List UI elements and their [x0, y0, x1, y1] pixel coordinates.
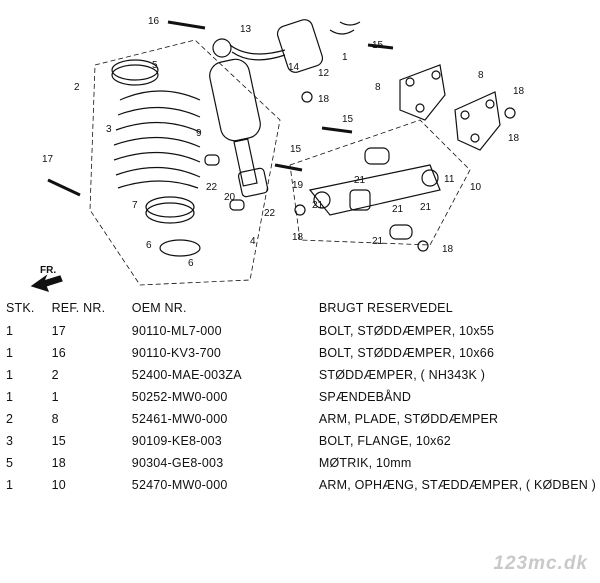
callout-label: 5	[152, 60, 158, 71]
qty-cell: 5	[6, 456, 14, 470]
callout-label: 7	[132, 200, 138, 211]
callout-label: 8	[478, 70, 484, 81]
table-row[interactable]: 1 2 52400-MAE-003ZA STØDDÆMPER, ( NH343K )	[6, 364, 596, 386]
ref-cell: 18	[51, 456, 66, 470]
desc-cell: ARM, PLADE, STØDDÆMPER	[318, 412, 499, 426]
oem-cell: 90110-KV3-700	[131, 346, 222, 360]
desc-cell: BOLT, STØDDÆMPER, 10x66	[318, 346, 495, 360]
callout-label: 18	[513, 86, 525, 97]
callout-label: 21	[392, 204, 404, 215]
qty-cell: 1	[6, 390, 14, 404]
qty-cell: 1	[6, 368, 14, 382]
front-label: FR.	[40, 265, 56, 276]
qty-cell: 2	[6, 412, 14, 426]
callout-label: 22	[264, 208, 276, 219]
callout-label: 17	[42, 154, 54, 165]
header-oem: OEM NR.	[131, 301, 187, 315]
callout-label: 2	[74, 82, 80, 93]
table-row[interactable]: 1 1 50252-MW0-000 SPÆNDEBÅND	[6, 386, 596, 408]
desc-cell: ARM, OPHÆNG, STÆDDÆMPER, ( KØDBEN )	[318, 478, 596, 492]
qty-cell: 1	[6, 478, 14, 492]
ref-cell: 2	[51, 368, 59, 382]
desc-cell: MØTRIK, 10mm	[318, 456, 412, 470]
oem-cell: 90109-KE8-003	[131, 434, 222, 448]
ref-cell: 10	[51, 478, 66, 492]
callout-label: 22	[206, 182, 218, 193]
ref-cell: 8	[51, 412, 59, 426]
callout-label: 21	[372, 236, 384, 247]
desc-cell: STØDDÆMPER, ( NH343K )	[318, 368, 486, 382]
oem-cell: 52400-MAE-003ZA	[131, 368, 242, 382]
desc-cell: SPÆNDEBÅND	[318, 390, 412, 404]
ref-cell: 1	[51, 390, 59, 404]
qty-cell: 1	[6, 324, 14, 338]
ref-cell: 16	[51, 346, 66, 360]
ref-cell: 17	[51, 324, 66, 338]
callout-label: 21	[354, 175, 366, 186]
callout-label: 8	[375, 82, 381, 93]
table-row[interactable]: 2 8 52461-MW0-000 ARM, PLADE, STØDDÆMPER	[6, 408, 596, 430]
callout-label: 16	[148, 16, 160, 27]
callout-label: 20	[224, 192, 236, 203]
callout-label: 6	[188, 258, 194, 269]
callout-label: 12	[318, 68, 330, 79]
callout-label: 14	[288, 62, 300, 73]
exploded-parts-diagram: 1613141211525881831518179202215192111107…	[30, 16, 525, 292]
table-row[interactable]: 5 18 90304-GE8-003 MØTRIK, 10mm	[6, 452, 596, 474]
table-row[interactable]: 3 15 90109-KE8-003 BOLT, FLANGE, 10x62	[6, 430, 596, 452]
callout-label: 15	[342, 114, 354, 125]
oem-cell: 52470-MW0-000	[131, 478, 228, 492]
oem-cell: 90110-ML7-000	[131, 324, 222, 338]
oem-cell: 90304-GE8-003	[131, 456, 224, 470]
table-header-row: STK. REF. NR. OEM NR. BRUGT RESERVEDEL	[6, 296, 596, 320]
callout-label: 3	[106, 124, 112, 135]
ref-cell: 15	[51, 434, 66, 448]
callout-label: 15	[372, 40, 384, 51]
callout-label: 4	[250, 236, 256, 247]
table-row[interactable]: 1 10 52470-MW0-000 ARM, OPHÆNG, STÆDDÆMPER,…	[6, 474, 596, 496]
callout-label: 1	[342, 52, 348, 63]
desc-cell: BOLT, STØDDÆMPER, 10x55	[318, 324, 495, 338]
header-qty: STK.	[6, 301, 35, 315]
qty-cell: 1	[6, 346, 14, 360]
oem-cell: 52461-MW0-000	[131, 412, 228, 426]
callout-label: 11	[444, 174, 455, 185]
callout-label: 18	[318, 94, 330, 105]
oem-cell: 50252-MW0-000	[131, 390, 228, 404]
parts-table: STK. REF. NR. OEM NR. BRUGT RESERVEDEL 1…	[6, 296, 596, 496]
callout-label: 18	[292, 232, 304, 243]
callout-label: 15	[290, 144, 302, 155]
callout-label: 18	[442, 244, 454, 255]
callout-label: 19	[292, 180, 304, 191]
callout-label: 21	[420, 202, 432, 213]
table-row[interactable]: 1 17 90110-ML7-000 BOLT, STØDDÆMPER, 10x55	[6, 320, 596, 342]
callout-label: 9	[196, 128, 202, 139]
qty-cell: 3	[6, 434, 14, 448]
callout-label: 21	[312, 200, 324, 211]
callout-label: 13	[240, 24, 252, 35]
callout-label: 6	[146, 240, 152, 251]
header-desc: BRUGT RESERVEDEL	[318, 301, 453, 315]
header-ref: REF. NR.	[51, 301, 106, 315]
table-row[interactable]: 1 16 90110-KV3-700 BOLT, STØDDÆMPER, 10x66	[6, 342, 596, 364]
callout-label: 10	[470, 182, 482, 193]
callout-label: 18	[508, 133, 520, 144]
desc-cell: BOLT, FLANGE, 10x62	[318, 434, 451, 448]
watermark-logo: 123mc.dk	[493, 553, 588, 574]
